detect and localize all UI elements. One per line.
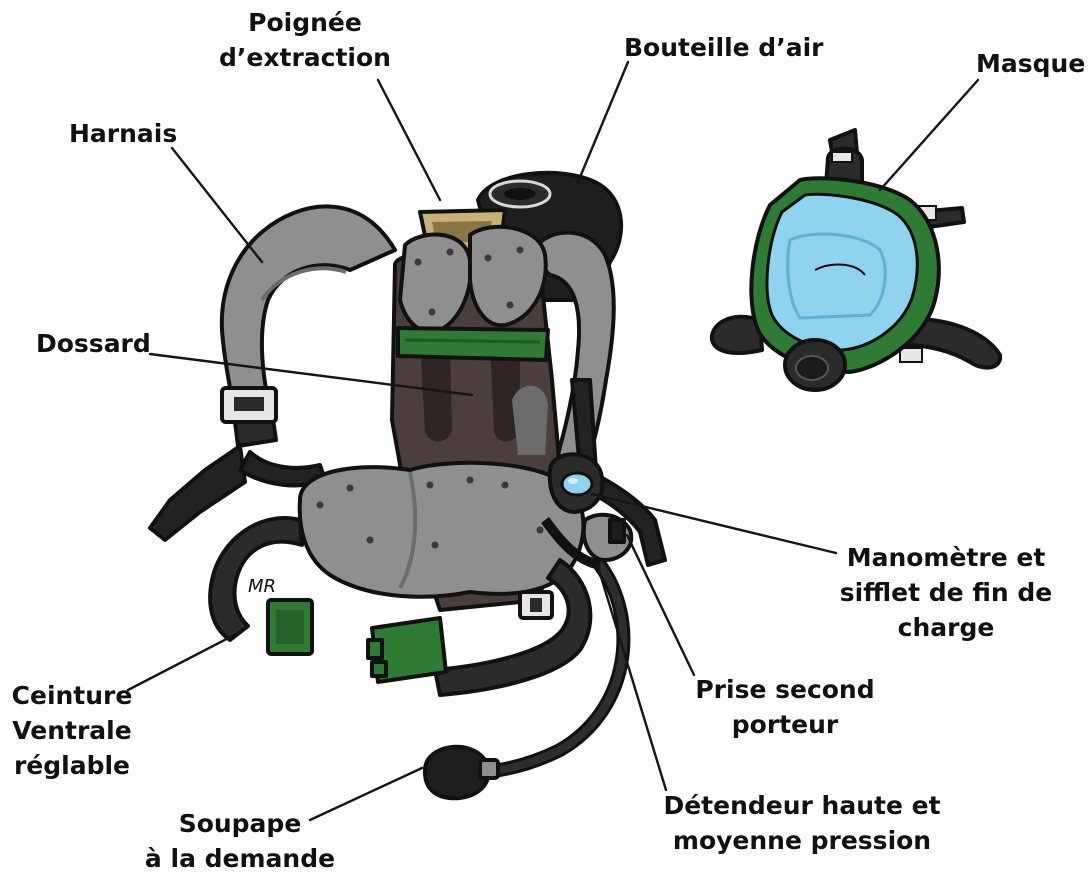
label-mask-line1: Masque (976, 46, 1085, 81)
label-pressure-gauge: Manomètre et sifflet de fin de charge (828, 540, 1064, 645)
label-pressure-reducer-line2: moyenne pression (652, 823, 952, 858)
label-backplate: Dossard (36, 326, 151, 361)
waist-pad (300, 463, 584, 597)
label-waist-belt-line1: Ceinture (2, 678, 142, 713)
chest-band (398, 328, 548, 360)
label-second-user-connector-line1: Prise second (680, 672, 890, 707)
artist-signature: MR (248, 576, 276, 597)
label-pressure-gauge-line3: charge (828, 610, 1064, 645)
belt-buckle-left (268, 600, 312, 654)
label-waist-belt-line2: Ventrale (2, 713, 142, 748)
label-air-cylinder-line1: Bouteille d’air (624, 30, 823, 65)
label-extraction-handle: Poignée d’extraction (205, 5, 405, 75)
label-waist-belt: Ceinture Ventrale réglable (2, 678, 142, 783)
label-demand-valve: Soupape à la demande (140, 806, 340, 876)
label-second-user-connector-line2: porteur (680, 707, 890, 742)
label-second-user-connector: Prise second porteur (680, 672, 890, 742)
label-waist-belt-line3: réglable (2, 748, 142, 783)
belt-buckle-right (368, 618, 446, 682)
pressure-gauge (550, 454, 603, 512)
label-mask: Masque (976, 46, 1085, 81)
label-extraction-handle-line1: Poignée (205, 5, 405, 40)
label-harness-line1: Harnais (69, 116, 177, 151)
label-air-cylinder: Bouteille d’air (624, 30, 823, 65)
label-pressure-gauge-line2: sifflet de fin de (828, 575, 1064, 610)
label-harness: Harnais (69, 116, 177, 151)
label-pressure-reducer: Détendeur haute et moyenne pression (652, 788, 952, 858)
label-pressure-gauge-line1: Manomètre et (828, 540, 1064, 575)
label-pressure-reducer-line1: Détendeur haute et (652, 788, 952, 823)
label-backplate-line1: Dossard (36, 326, 151, 361)
demand-valve (425, 747, 498, 798)
label-demand-valve-line1: Soupape (140, 806, 340, 841)
label-demand-valve-line2: à la demande (140, 841, 340, 876)
label-extraction-handle-line2: d’extraction (205, 40, 405, 75)
face-mask (712, 130, 1000, 390)
